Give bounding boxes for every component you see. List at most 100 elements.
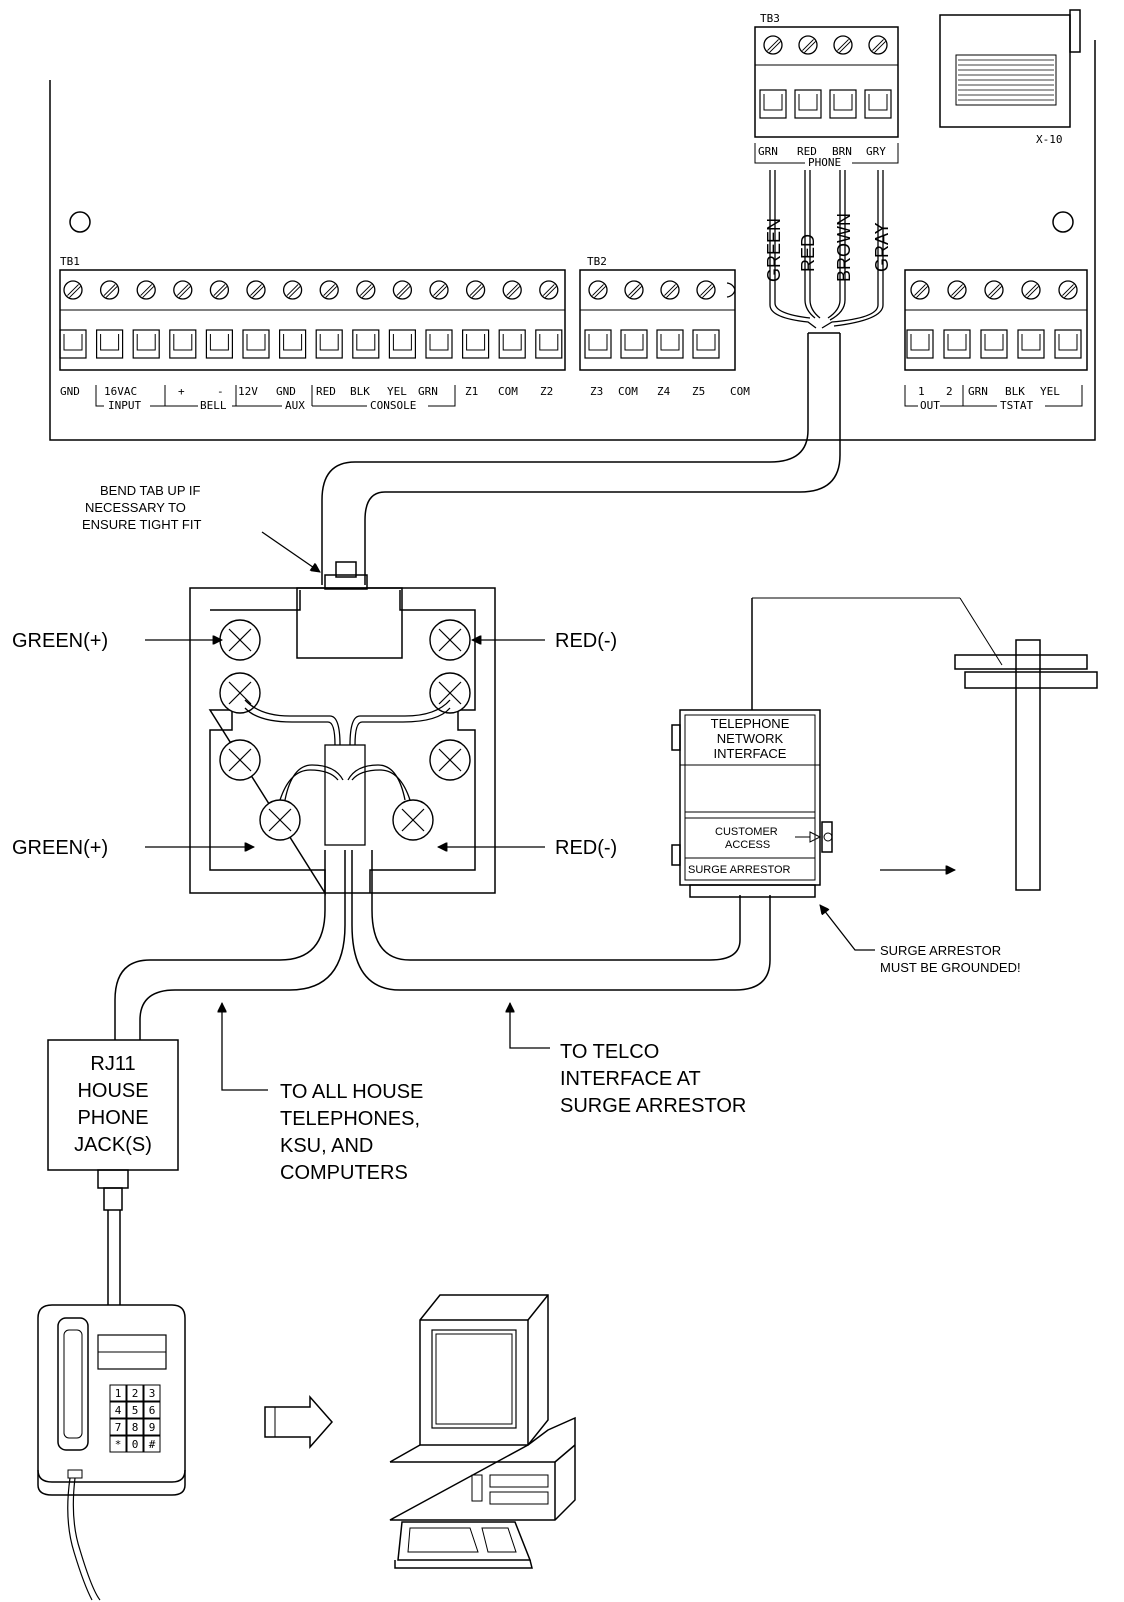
tb3-clamp bbox=[759, 89, 787, 119]
keypad-key-label: 7 bbox=[115, 1421, 122, 1434]
phone-handset bbox=[57, 1317, 89, 1451]
tb4-clamp bbox=[1017, 329, 1045, 359]
to-house-note: TO ALL HOUSE TELEPHONES, KSU, AND COMPUT… bbox=[222, 1003, 423, 1184]
control-board bbox=[49, 40, 1096, 441]
group-out: OUT bbox=[920, 399, 940, 412]
keypad-key-label: 8 bbox=[132, 1421, 139, 1434]
tb1-term-aux-gnd: GND bbox=[276, 385, 296, 398]
group-phone: PHONE bbox=[808, 156, 841, 169]
rj11-line-2: HOUSE bbox=[77, 1080, 148, 1102]
tb2-term-com: COM bbox=[618, 385, 638, 398]
bend-tab-line-1: BEND TAB UP IF bbox=[100, 483, 200, 498]
tb3-clamp bbox=[794, 89, 822, 119]
tb1-clamp bbox=[425, 329, 453, 359]
customer-access-line-2: ACCESS bbox=[725, 839, 770, 851]
tb1-screw-icon bbox=[282, 280, 303, 300]
keypad-key: 5 bbox=[126, 1401, 144, 1419]
x10-label: X-10 bbox=[1036, 133, 1063, 146]
tb1-clamp bbox=[388, 329, 416, 359]
terminal-block-tb2: TB2 bbox=[579, 255, 736, 371]
tni-text: TELEPHONE NETWORK INTERFACE CUSTOMER ACC… bbox=[688, 716, 791, 876]
to-house-line-4: COMPUTERS bbox=[280, 1162, 408, 1184]
tb2-term-z5: Z5 bbox=[692, 385, 705, 398]
to-house-line-2: TELEPHONES, bbox=[280, 1108, 420, 1130]
tb1-clamps bbox=[59, 329, 563, 359]
label-green-top: GREEN(+) bbox=[12, 630, 222, 652]
rj11-line-4: JACK(S) bbox=[74, 1134, 152, 1156]
tb3-clamp bbox=[829, 89, 857, 119]
jb-lower-right-screw-icon bbox=[429, 739, 471, 781]
grounded-note: SURGE ARRESTOR MUST BE GROUNDED! bbox=[820, 905, 1021, 975]
tb3-screws bbox=[763, 35, 888, 55]
tb4-term-blk: BLK bbox=[1005, 385, 1025, 398]
red-minus-top-label: RED(-) bbox=[555, 630, 617, 652]
computer-monitor bbox=[419, 1294, 549, 1446]
junction-screws bbox=[219, 619, 471, 841]
tb1-screw-icon bbox=[319, 280, 339, 300]
computer-screen bbox=[431, 1329, 517, 1429]
jb-bottom-left-screw-icon bbox=[259, 799, 301, 841]
keypad-key-label: 2 bbox=[132, 1387, 139, 1400]
keypad-key: 4 bbox=[109, 1401, 127, 1419]
to-telco-line-1: TO TELCO bbox=[560, 1041, 659, 1063]
tb2-clamp bbox=[692, 329, 720, 359]
jb-top-right-screw-icon bbox=[429, 619, 471, 661]
tb3-screw-icon bbox=[763, 35, 783, 55]
surge-arrestor-label: SURGE ARRESTOR bbox=[688, 864, 791, 876]
board-cable bbox=[321, 332, 841, 585]
jb-bottom-right-screw-icon bbox=[392, 799, 434, 841]
tb1-clamp bbox=[315, 329, 343, 359]
keypad-key-label: 3 bbox=[149, 1387, 156, 1400]
keypad-key: 6 bbox=[143, 1401, 161, 1419]
jb-top-left-screw-icon bbox=[219, 619, 261, 661]
tb1-term-gnd: GND bbox=[60, 385, 80, 398]
tb1-clamp bbox=[169, 329, 197, 359]
tb2-term-z3: Z3 bbox=[590, 385, 603, 398]
computer bbox=[389, 1294, 576, 1569]
tni-line-3: INTERFACE bbox=[714, 746, 787, 761]
tb3-screw-icon bbox=[833, 35, 853, 55]
tb2-term-com2: COM bbox=[730, 385, 750, 398]
phone-term-brn: BRN bbox=[832, 145, 852, 158]
tb4-term-yel: YEL bbox=[1040, 385, 1060, 398]
grounded-line-1: SURGE ARRESTOR bbox=[880, 943, 1001, 958]
bend-tab-note: BEND TAB UP IF NECESSARY TO ENSURE TIGHT… bbox=[82, 483, 320, 572]
tb3-screw-icon bbox=[798, 35, 818, 55]
tb1-term-12v: 12V bbox=[238, 385, 258, 398]
tb1-screw-icon bbox=[63, 280, 83, 300]
phone-term-grn: GRN bbox=[758, 145, 778, 158]
tni-line-1: TELEPHONE bbox=[711, 716, 790, 731]
green-plus-top-label: GREEN(+) bbox=[12, 630, 108, 652]
keypad-key-label: 0 bbox=[132, 1438, 139, 1451]
tb1-clamp bbox=[95, 329, 124, 359]
jb-lower-left-screw-icon bbox=[219, 739, 261, 781]
tb3-clamps bbox=[759, 89, 892, 119]
terminal-block-tb1: TB1 bbox=[59, 255, 566, 371]
label-red-bottom: RED(-) bbox=[438, 837, 617, 859]
keypad-key: * bbox=[109, 1435, 127, 1453]
tb2-terminal-labels: Z3 COM Z4 Z5 COM bbox=[590, 385, 750, 398]
tb2-screw-icon bbox=[660, 280, 680, 300]
keypad-key-label: 4 bbox=[115, 1404, 122, 1417]
keypad-key: 0 bbox=[126, 1435, 144, 1453]
tb2-screws bbox=[588, 280, 736, 300]
tb1-clamp bbox=[462, 329, 490, 359]
tb1-clamp bbox=[352, 329, 380, 359]
tb1-clamp bbox=[242, 329, 270, 359]
mounting-hole-right bbox=[1052, 211, 1074, 233]
label-red-top: RED(-) bbox=[472, 630, 617, 652]
bend-tab-line-3: ENSURE TIGHT FIT bbox=[82, 517, 201, 532]
tb1-clamp bbox=[205, 329, 233, 359]
telephone-pole bbox=[954, 639, 1098, 891]
phone-term-red: RED bbox=[797, 145, 817, 158]
tb1-term-bell-minus: - bbox=[217, 385, 224, 398]
tb1-screw-icon bbox=[539, 280, 559, 300]
tb2-screw-icon bbox=[588, 280, 608, 300]
keypad-key-label: 9 bbox=[149, 1421, 156, 1434]
group-input: INPUT bbox=[108, 399, 141, 412]
wire-label-brown: BROWN bbox=[834, 213, 854, 282]
keypad-key: 8 bbox=[126, 1418, 144, 1436]
tni-line-2: NETWORK bbox=[717, 731, 784, 746]
phone-cord bbox=[67, 1477, 101, 1601]
